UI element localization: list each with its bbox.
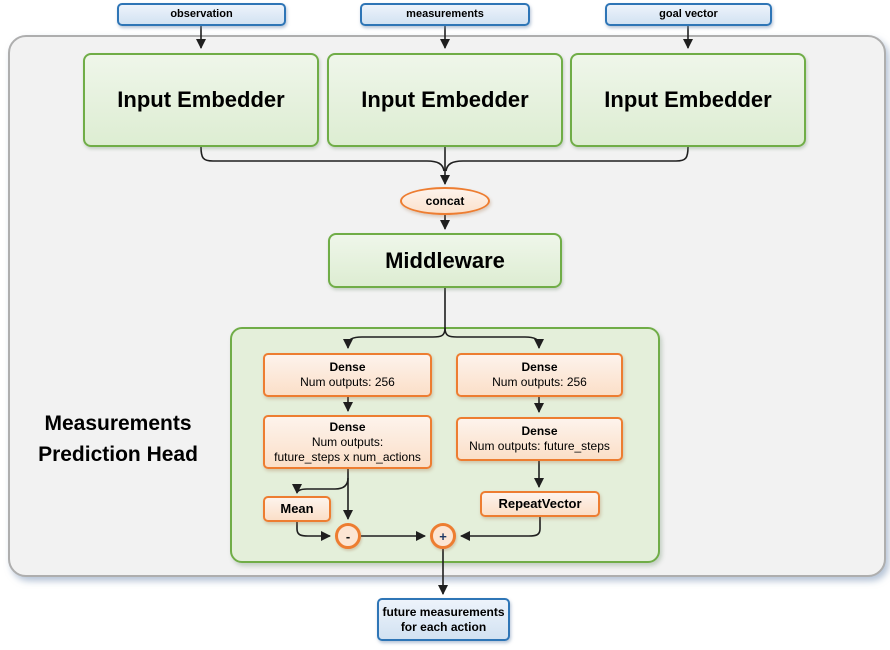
input-embedder-3: Input Embedder: [570, 53, 806, 147]
dense-left-2-title: Dense: [329, 419, 366, 434]
input-embedder-1-label: Input Embedder: [117, 87, 285, 113]
middleware-node: Middleware: [328, 233, 562, 288]
mean-label: Mean: [280, 500, 314, 516]
dense-right-2: Dense Num outputs: future_steps: [456, 417, 623, 461]
dense-right-1-subtitle: Num outputs: 256: [492, 375, 587, 389]
input-node-goal-vector: goal vector: [605, 3, 772, 26]
concat-node: concat: [400, 187, 490, 215]
middleware-label: Middleware: [385, 247, 505, 273]
add-op-node: +: [430, 523, 456, 549]
input-embedder-2: Input Embedder: [327, 53, 563, 147]
mean-node: Mean: [263, 496, 331, 522]
input-embedder-2-label: Input Embedder: [361, 87, 529, 113]
input-node-measurements: measurements: [360, 3, 530, 26]
dense-right-2-title: Dense: [521, 424, 558, 438]
input-node-observation-label: observation: [170, 7, 233, 20]
dense-left-1-subtitle: Num outputs: 256: [300, 375, 395, 389]
prediction-head-label-line2: Prediction Head: [38, 443, 198, 466]
concat-label: concat: [425, 193, 465, 208]
output-node: future measurements for each action: [377, 598, 510, 641]
output-label-line2: for each action: [400, 619, 487, 634]
subtract-op-label: -: [345, 528, 351, 544]
repeat-vector-node: RepeatVector: [480, 491, 600, 517]
dense-right-1: Dense Num outputs: 256: [456, 353, 623, 397]
input-node-observation: observation: [117, 3, 286, 26]
subtract-op-node: -: [335, 523, 361, 549]
dense-left-2-subtitle-line2: future_steps x num_actions: [274, 449, 421, 464]
input-embedder-1: Input Embedder: [83, 53, 319, 147]
input-node-measurements-label: measurements: [406, 7, 484, 20]
dense-left-1: Dense Num outputs: 256: [263, 353, 432, 397]
repeat-vector-label: RepeatVector: [498, 495, 582, 511]
input-node-goal-vector-label: goal vector: [659, 7, 718, 20]
add-op-label: +: [439, 528, 447, 544]
dense-left-2-subtitle-line1: Num outputs:: [311, 434, 384, 449]
dense-left-2: Dense Num outputs: future_steps x num_ac…: [263, 415, 432, 469]
input-embedder-3-label: Input Embedder: [604, 87, 772, 113]
prediction-head-label: Measurements Prediction Head: [10, 408, 226, 470]
dense-right-1-title: Dense: [521, 360, 558, 374]
prediction-head-label-line1: Measurements: [44, 412, 192, 435]
dense-right-2-subtitle: Num outputs: future_steps: [469, 439, 610, 453]
output-label-line1: future measurements: [382, 604, 505, 619]
dense-left-1-title: Dense: [329, 360, 366, 374]
